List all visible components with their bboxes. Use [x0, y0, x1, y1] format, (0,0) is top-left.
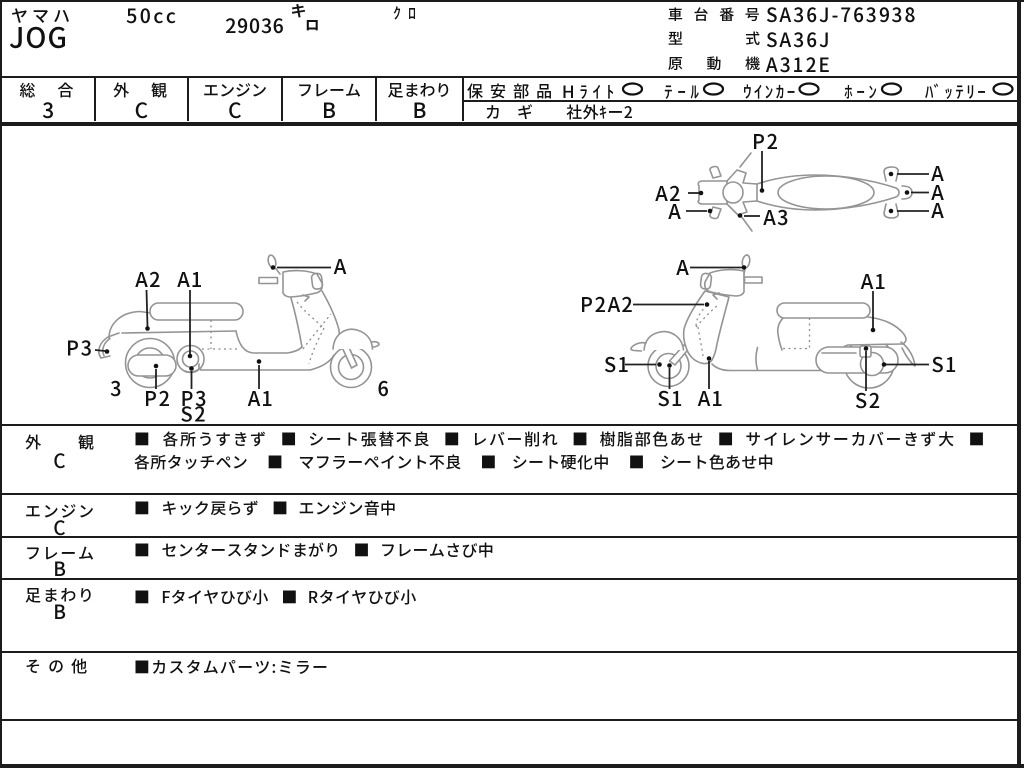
svg-text:A3: A3	[763, 202, 790, 231]
svg-text:A1: A1	[248, 383, 275, 412]
svg-text:S2: S2	[181, 399, 208, 428]
svg-text:S2: S2	[855, 385, 882, 414]
svg-text:A: A	[676, 252, 690, 281]
svg-text:A1: A1	[698, 383, 725, 412]
svg-text:S1: S1	[658, 383, 685, 412]
svg-text:A: A	[931, 158, 945, 187]
svg-text:P3: P3	[66, 333, 93, 362]
svg-text:A1: A1	[177, 264, 204, 293]
svg-text:P2: P2	[752, 126, 779, 155]
svg-text:S1: S1	[604, 349, 631, 378]
svg-text:3: 3	[110, 373, 123, 402]
svg-text:P2A2: P2A2	[580, 289, 634, 318]
svg-text:A2: A2	[655, 178, 682, 207]
svg-text:A: A	[931, 177, 945, 206]
svg-text:A2: A2	[135, 264, 162, 293]
svg-text:P3: P3	[181, 383, 208, 412]
svg-text:S1: S1	[932, 349, 959, 378]
svg-text:P2: P2	[144, 383, 171, 412]
svg-text:A1: A1	[861, 266, 888, 295]
svg-text:A: A	[334, 251, 348, 280]
svg-text:6: 6	[378, 373, 391, 402]
svg-text:A: A	[931, 195, 945, 224]
svg-text:A: A	[668, 196, 682, 225]
